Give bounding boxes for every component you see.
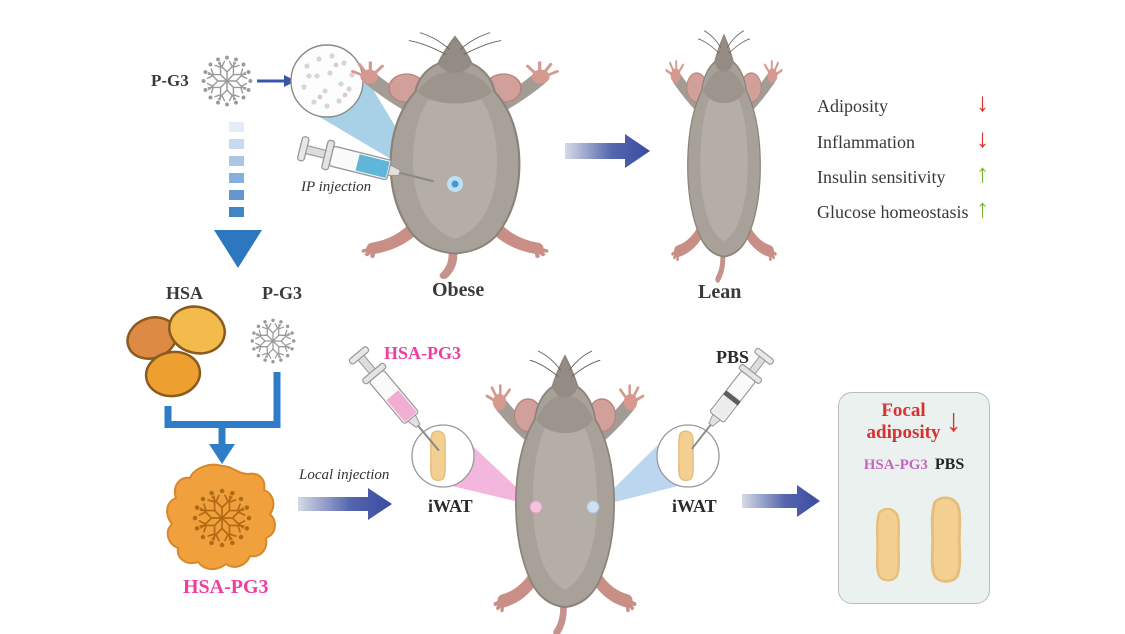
- lean-label: Lean: [698, 281, 742, 303]
- inflammation-down-arrow-icon: ↓: [976, 124, 989, 153]
- local-injection-label: Local injection: [299, 467, 390, 483]
- blue-cone: [595, 430, 678, 507]
- outcome-glucose-homeostasis-label: Glucose homeostasis: [817, 202, 969, 222]
- panel-title-line2: adiposity: [866, 421, 941, 443]
- pg3-top-label: P-G3: [151, 71, 189, 90]
- panel-title-line1: Focal: [881, 400, 926, 421]
- panel-header: Focal adiposity ↓: [839, 400, 989, 444]
- hsa-protein-icon: [126, 305, 226, 398]
- magnified-particles-icon: [290, 44, 364, 118]
- panel-down-arrow-icon: ↓: [945, 402, 962, 438]
- flow-arrow-to-panel: [742, 485, 820, 517]
- flow-arrow-obese-to-lean: [565, 134, 650, 168]
- fat-pad-left-icon: [430, 430, 446, 482]
- flow-arrow-local-injection: [298, 488, 392, 520]
- iwat-circle-left: [411, 424, 475, 488]
- obese-label: Obese: [432, 279, 485, 301]
- mouse-obese: [353, 33, 558, 276]
- outcome-insulin-sensitivity-label: Insulin sensitivity: [817, 167, 946, 187]
- pg3-dendrimer-icon-mid: [251, 319, 296, 364]
- insulin-sensitivity-up-arrow-icon: ↑: [976, 159, 989, 188]
- ip-injection-label: IP injection: [301, 179, 372, 195]
- iwat-circle-right: [656, 424, 720, 488]
- hsa-pg3-injection-site-dot: [529, 500, 543, 514]
- panel-labels: HSA-PG3 PBS: [839, 456, 989, 474]
- hsa-pg3-product-label: HSA-PG3: [183, 576, 269, 598]
- panel-pbs-label: PBS: [934, 455, 965, 473]
- hsa-label: HSA: [166, 283, 204, 303]
- pg3-mid-label: P-G3: [262, 283, 302, 303]
- iwat-left-label: iWAT: [428, 496, 473, 516]
- fat-pad-right-icon: [678, 430, 694, 482]
- outcome-adiposity-label: Adiposity: [817, 96, 889, 116]
- hsa-pg3-cloud-icon: [166, 463, 276, 570]
- hsa-pg3-syringe-label: HSA-PG3: [384, 343, 462, 363]
- iwat-right-label: iWAT: [672, 496, 717, 516]
- result-panel: Focal adiposity ↓ HSA-PG3 PBS: [838, 392, 990, 604]
- panel-title: Focal adiposity: [867, 400, 941, 444]
- mouse-lean: [666, 31, 781, 279]
- pg3-dendrimer-icon-in-cloud: [193, 489, 252, 548]
- pbs-syringe-label: PBS: [716, 347, 750, 367]
- ip-injection-site-dot: [447, 176, 463, 192]
- panel-hsa-pg3-label: HSA-PG3: [863, 456, 928, 473]
- outcome-inflammation-label: Inflammation: [817, 132, 915, 152]
- combine-bracket: [164, 372, 281, 464]
- adiposity-down-arrow-icon: ↓: [976, 88, 989, 117]
- glucose-homeostasis-up-arrow-icon: ↑: [976, 194, 989, 223]
- pbs-injection-site-dot: [586, 500, 600, 514]
- ip-cone: [301, 56, 428, 181]
- pg3-dendrimer-icon-top: [202, 56, 253, 107]
- dashed-down-arrow: [214, 122, 262, 268]
- pg3-zoom-arrow: [257, 75, 296, 87]
- pink-cone: [452, 432, 536, 506]
- mouse-bottom: [487, 351, 643, 633]
